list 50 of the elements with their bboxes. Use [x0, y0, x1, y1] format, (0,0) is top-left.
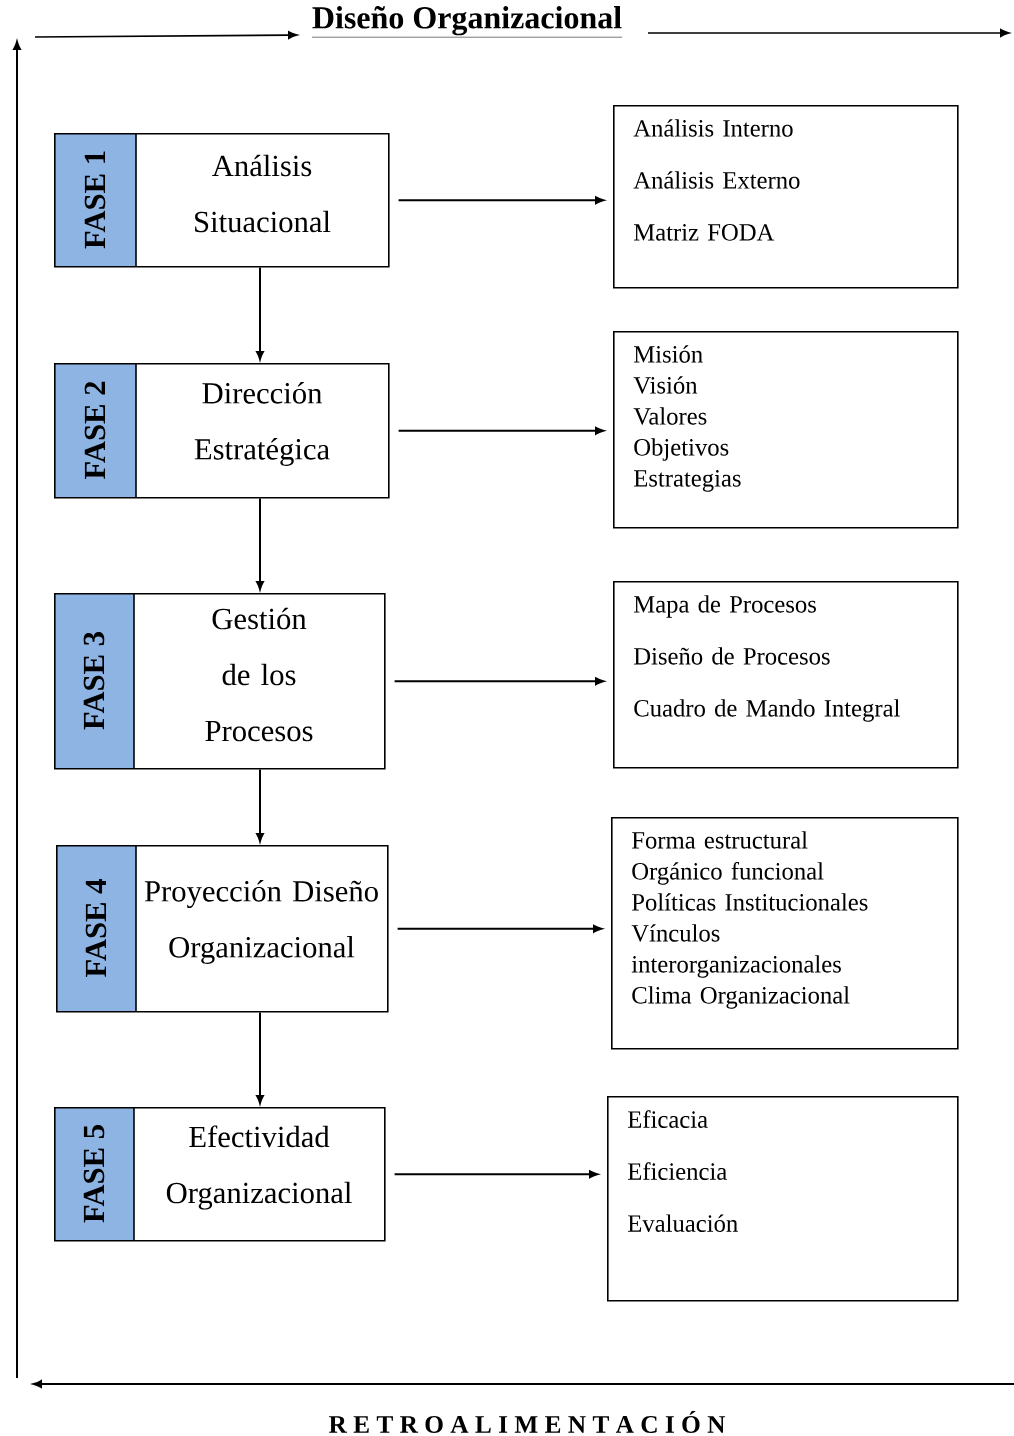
- phase-label: FASE 5: [83, 1125, 105, 1223]
- arrow: [256, 768, 264, 842]
- list-item: Valores: [633, 407, 707, 425]
- arrow: [397, 426, 604, 435]
- phase-label: FASE 3: [83, 632, 105, 730]
- list-item: Clima Organizacional: [632, 986, 850, 1009]
- phase-title: Proyección Diseño Organizacional: [144, 880, 378, 964]
- list-item: Matriz FODA: [634, 224, 775, 241]
- list-box: [613, 331, 959, 529]
- arrow: [256, 266, 264, 360]
- list-item: Políticas Institucionales: [632, 893, 868, 911]
- phase-title: Efectividad Organizacional: [166, 1125, 352, 1210]
- list-box: [613, 581, 959, 769]
- list-item: Misión: [634, 345, 703, 363]
- phase-label: FASE 4: [85, 879, 107, 978]
- arrow: [393, 677, 604, 686]
- phase-box: [54, 592, 386, 770]
- phase-box: [54, 1106, 386, 1242]
- list-item: Mapa de Procesos: [634, 595, 816, 618]
- list-item: Objetivos: [634, 438, 729, 461]
- arrow: [256, 497, 264, 590]
- list-item: Vínculos interorganizacionales: [631, 924, 841, 978]
- list-item: Análisis Interno: [633, 119, 793, 137]
- list-item: Orgánico funcional: [632, 862, 824, 885]
- phase-box: [56, 844, 389, 1013]
- list-item: Análisis Externo: [633, 171, 800, 189]
- phase-label: FASE 1: [84, 151, 106, 249]
- title: Diseño Organizacional: [311, 6, 623, 38]
- list-box: [607, 1096, 959, 1302]
- phase-title: Gestión de los Procesos: [205, 607, 313, 742]
- arrow: [397, 196, 604, 205]
- list-item: Forma estructural: [632, 831, 808, 849]
- list-item: Visión: [633, 376, 698, 394]
- phase-title: Análisis Situacional: [195, 154, 331, 233]
- list-box: [613, 105, 959, 289]
- phase-label: FASE 2: [84, 381, 106, 480]
- list-box: [611, 817, 959, 1050]
- arrow: [256, 1011, 264, 1105]
- arrow: [396, 924, 602, 933]
- list-item: Diseño de Procesos: [634, 647, 830, 665]
- list-item: Eficacia: [628, 1110, 708, 1128]
- phase-box: [54, 132, 390, 268]
- list-item: Eficiencia: [628, 1162, 727, 1180]
- list-item: Cuadro de Mando Integral: [634, 699, 900, 722]
- phase-title: Dirección Estratégica: [194, 382, 330, 466]
- caption-label: R E T R O A L I M E N T A C I Ó N: [329, 1411, 726, 1433]
- arrow: [393, 1170, 598, 1179]
- phase-box: [54, 362, 390, 499]
- list-item: Estrategias: [634, 470, 741, 492]
- list-item: Evaluación: [628, 1214, 738, 1232]
